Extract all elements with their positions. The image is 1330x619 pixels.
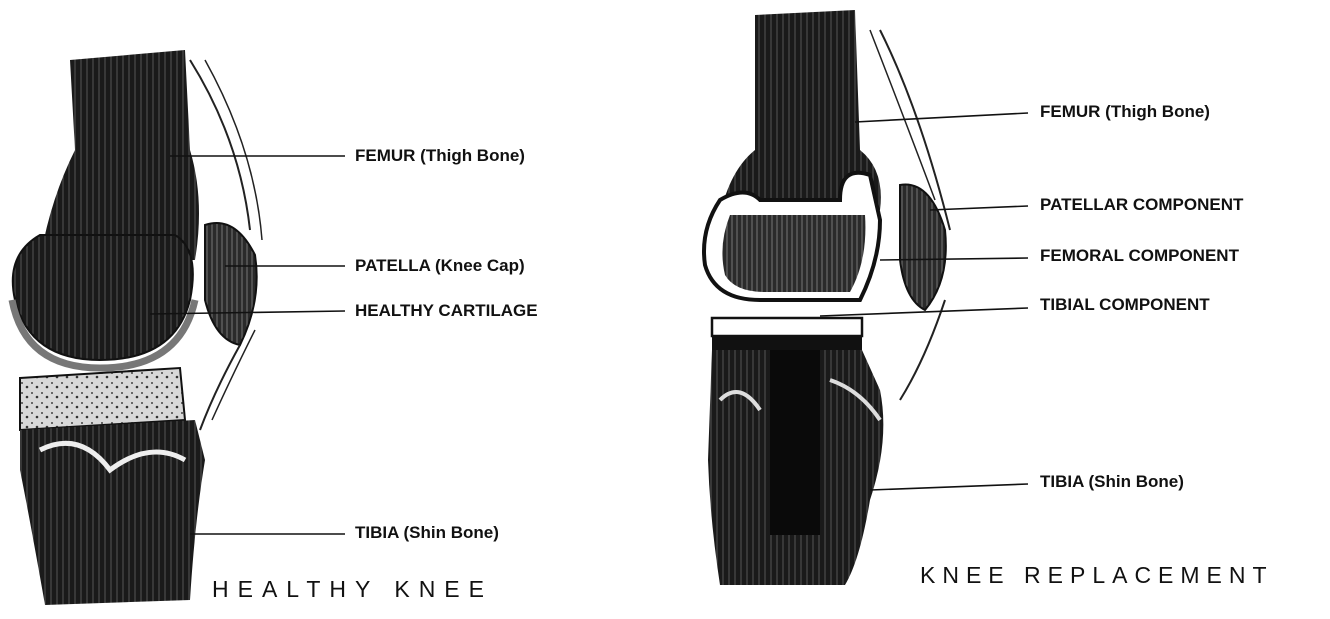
tibial-component [712, 318, 862, 336]
femur-bone [40, 50, 199, 260]
label-tibia-healthy: TIBIA (Shin Bone) [355, 523, 499, 543]
label-patellar-component: PATELLAR COMPONENT [1040, 195, 1243, 215]
label-tibial-component: TIBIAL COMPONENT [1040, 295, 1210, 315]
label-patella: PATELLA (Knee Cap) [355, 256, 525, 276]
label-tibia-replacement: TIBIA (Shin Bone) [1040, 472, 1184, 492]
caption-healthy-knee: HEALTHY KNEE [212, 576, 493, 603]
caption-knee-replacement: KNEE REPLACEMENT [920, 562, 1274, 589]
healthy-knee-drawing [12, 50, 262, 605]
label-femur-replacement: FEMUR (Thigh Bone) [1040, 102, 1210, 122]
knee-replacement-drawing [704, 10, 950, 585]
label-femoral-component: FEMORAL COMPONENT [1040, 246, 1239, 266]
patellar-component [900, 185, 946, 310]
patella-shape [205, 223, 257, 345]
label-femur-healthy: FEMUR (Thigh Bone) [355, 146, 525, 166]
label-healthy-cartilage: HEALTHY CARTILAGE [355, 301, 538, 321]
